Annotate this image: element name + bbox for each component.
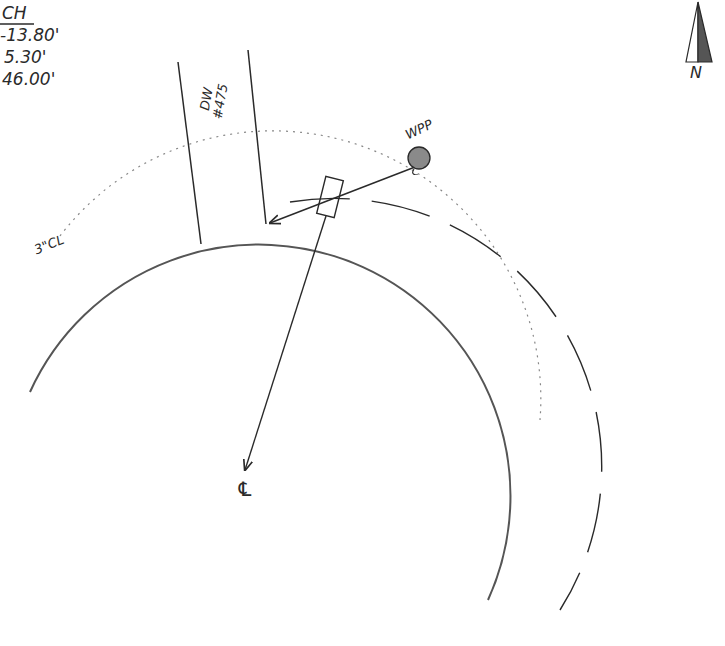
north-arrow [686, 2, 698, 62]
sketch-label: CH [2, 4, 27, 23]
pole-circle [408, 147, 430, 169]
pole-label: WPP [399, 115, 440, 145]
vault-box [317, 176, 344, 217]
driveway-edge [178, 62, 201, 244]
curb-arc [30, 245, 510, 600]
driveway-edge [248, 50, 266, 224]
sketch-label: N [690, 64, 702, 82]
north-arrow-fill [698, 2, 712, 62]
tie-line [270, 167, 415, 223]
radius-line [245, 216, 326, 470]
conduit-arc-faint [60, 131, 541, 420]
conduit-arc [290, 198, 602, 610]
sketch-label: ℄ [236, 478, 254, 500]
sketch-label: 3"CL [32, 233, 66, 258]
sketch-label: -13.80' [0, 26, 59, 45]
sketch-label: 5.30' [4, 48, 47, 67]
sketch-label: 46.00' [2, 70, 55, 89]
pole-mark [413, 169, 418, 175]
sketch-label: DW #475 [197, 80, 231, 120]
underline [0, 23, 34, 24]
pole-node: WPP [400, 122, 438, 175]
